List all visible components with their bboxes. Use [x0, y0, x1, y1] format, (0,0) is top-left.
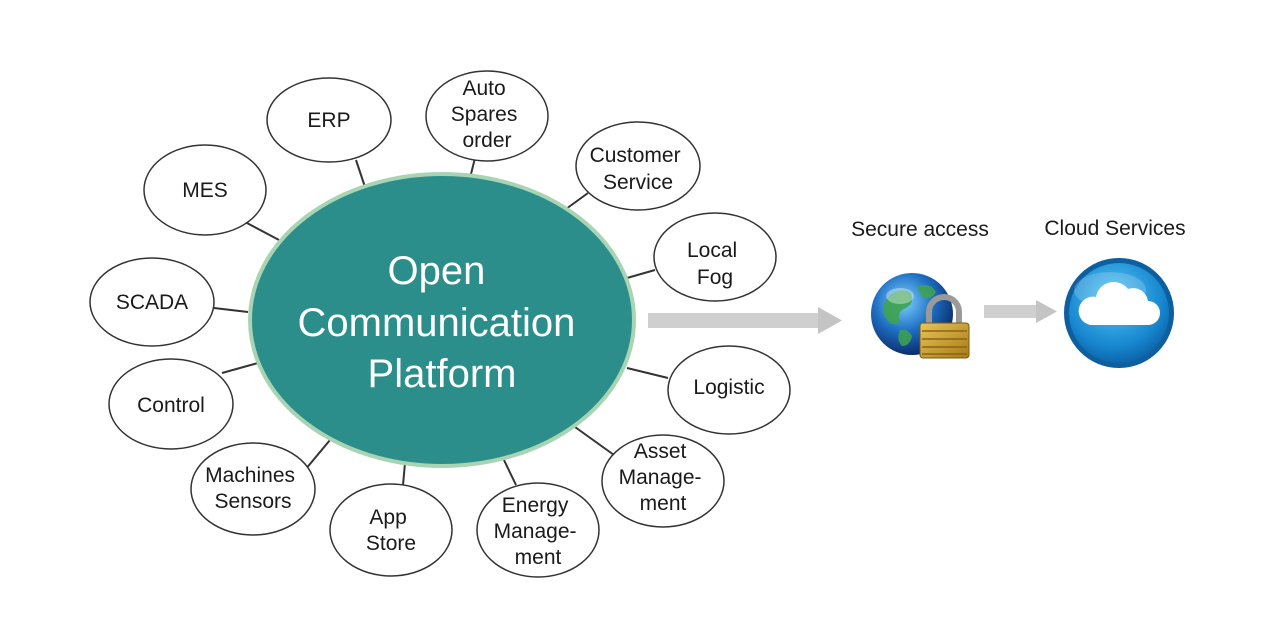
node-customer-service-line-2: Service [603, 171, 673, 194]
node-asset-management-line-1: Asset [634, 440, 687, 463]
connector-erp [355, 159, 366, 188]
node-local-fog-line-2: Fog [697, 266, 733, 289]
arrow-to-cloud-services [984, 300, 1057, 323]
node-energy-management-line-3: ment [515, 546, 562, 569]
svg-text:Local Fog: Local Fog [687, 239, 743, 289]
node-auto-spares-order: Auto Spares order [425, 70, 549, 162]
node-mes: MES [143, 144, 267, 236]
node-auto-spares-order-line-1: Auto [462, 77, 505, 100]
connector-local-fog [626, 269, 656, 279]
hub-label-line-2: Communication [297, 301, 575, 345]
node-control: Control [108, 358, 234, 450]
hub-ellipse [248, 172, 636, 468]
connector-mes [244, 221, 280, 241]
node-mes-line-1: MES [182, 179, 228, 202]
node-control-line-1: Control [137, 394, 205, 417]
node-energy-management-line-2: Manage- [494, 520, 577, 543]
connector-asset-management [574, 426, 615, 456]
connector-control [221, 362, 259, 374]
svg-text:Energy Manage-: Energy Manage- ment [494, 494, 583, 569]
node-local-fog: Local Fog [653, 212, 777, 302]
svg-text:MES: MES [182, 179, 228, 202]
node-scada: SCADA [89, 257, 215, 347]
node-asset-management-line-3: ment [640, 492, 687, 515]
svg-text:App Store: App Store [366, 506, 416, 555]
node-auto-spares-order-line-2: Spares [451, 103, 518, 126]
svg-text:Control: Control [137, 394, 205, 417]
connector-customer-service [565, 192, 589, 210]
connector-energy-management [502, 457, 517, 486]
node-app-store: App Store [329, 483, 453, 577]
svg-text:Asset Manage-: Asset Manage- ment [619, 440, 708, 515]
svg-text:SCADA: SCADA [116, 291, 188, 314]
node-machines-sensors: Machines Sensors [190, 442, 316, 536]
node-machines-sensors-line-2: Sensors [214, 490, 291, 513]
hub-node: Open Communication Platform [248, 172, 636, 468]
globe-padlock-icon [871, 273, 970, 359]
node-machines-sensors-line-1: Machines [205, 464, 295, 487]
connector-scada [213, 307, 249, 313]
node-logistic: Logistic [667, 345, 791, 435]
connectors [213, 157, 669, 486]
svg-text:Customer Service: Customer Service [590, 144, 687, 194]
node-erp-line-1: ERP [307, 109, 350, 132]
hub-label-line-1: Open [388, 249, 486, 293]
node-local-fog-line-1: Local [687, 239, 737, 262]
node-customer-service-line-1: Customer [590, 144, 681, 167]
svg-text:Machines Sensors: Machines Sensors [205, 464, 301, 513]
svg-text:Cloud Services: Cloud Services [1044, 217, 1185, 240]
node-auto-spares-order-line-3: order [462, 129, 511, 152]
node-asset-management: Asset Manage- ment [601, 434, 725, 528]
cloud-services-label: Cloud Services [1044, 217, 1185, 240]
cloud-icon [1064, 258, 1174, 368]
svg-text:Open Communication: Open Communication Platform [297, 249, 586, 396]
node-erp: ERP [266, 77, 392, 163]
hub-label-line-3: Platform [368, 352, 517, 396]
node-scada-line-1: SCADA [116, 291, 188, 314]
node-app-store-line-2: Store [366, 532, 416, 555]
secure-access-label: Secure access [851, 218, 989, 241]
svg-text:Auto Spares or: Auto Spares order [451, 77, 523, 152]
connector-logistic [626, 367, 669, 379]
node-app-store-line-1: App [369, 506, 406, 529]
connector-machines-sensors [304, 439, 331, 471]
svg-text:Logistic: Logistic [693, 376, 764, 399]
node-logistic-line-1: Logistic [693, 376, 764, 399]
node-energy-management: Energy Manage- ment [476, 482, 600, 578]
connector-app-store [402, 462, 406, 486]
node-asset-management-line-2: Manage- [619, 466, 702, 489]
arrow-to-secure-access [648, 307, 842, 334]
svg-text:Secure access: Secure access [851, 218, 989, 241]
node-energy-management-line-1: Energy [502, 494, 569, 517]
node-customer-service: Customer Service [575, 121, 701, 211]
svg-text:ERP: ERP [307, 109, 350, 132]
